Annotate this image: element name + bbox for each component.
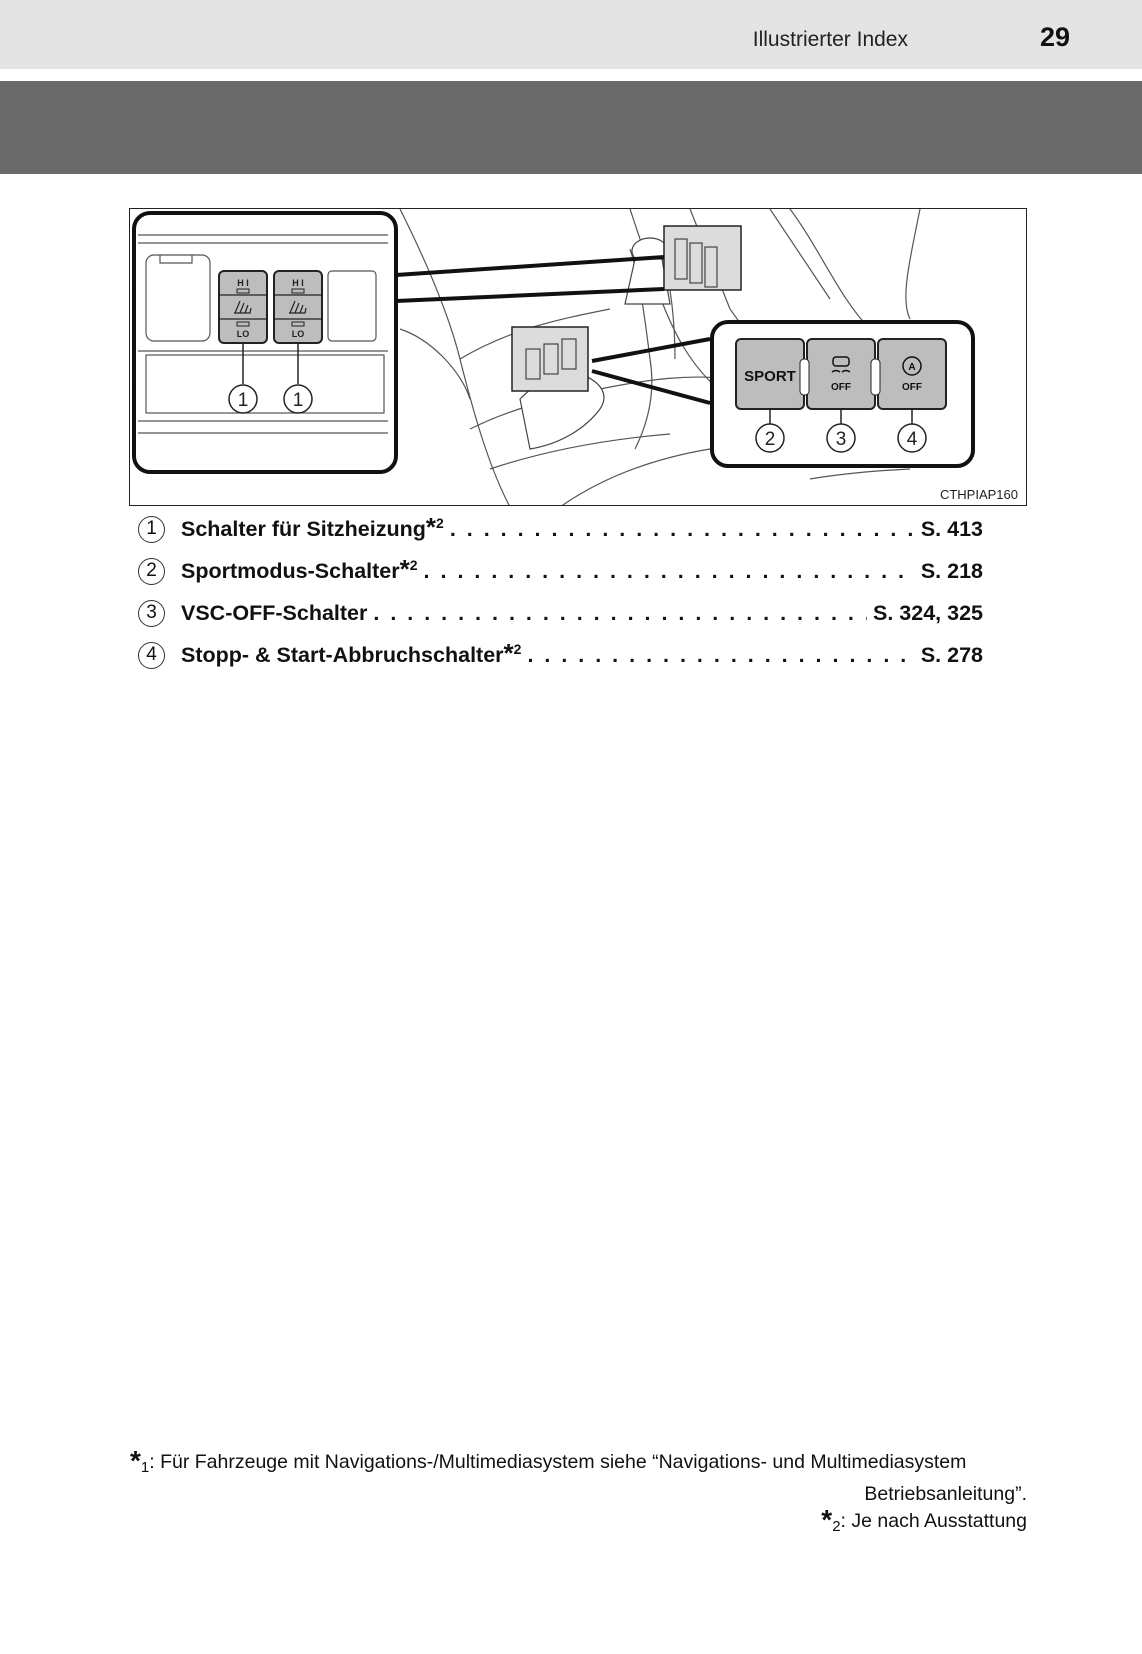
footnote-1: *1: Für Fahrzeuge mit Navigations-/Multi…: [130, 1445, 1027, 1481]
entry-text: Sportmodus-Schalter: [181, 558, 400, 583]
footnote-ref: 2: [409, 556, 418, 573]
callout-2: 2: [765, 429, 776, 450]
console-drawing: H I H I LO LO 1 1 SPOR: [132, 209, 975, 505]
footnote-2: *2: Je nach Ausstattung: [130, 1504, 1027, 1540]
page-reference[interactable]: S. 278: [920, 642, 983, 667]
stop-start-icon: [902, 356, 922, 376]
index-entry: 2 Sportmodus-Schalter*2 . . . . . . . . …: [138, 550, 983, 592]
index-entry: 1 Schalter für Sitzheizung*2 . . . . . .…: [138, 508, 983, 550]
chapter-band: [0, 81, 1142, 174]
seat-heat-icon: [234, 300, 252, 314]
entry-text: Schalter für Sitzheizung: [181, 516, 426, 541]
footnote-star: *: [425, 511, 437, 542]
entry-text: VSC-OFF-Schalter: [181, 600, 368, 625]
footnote-1-text: : Für Fahrzeuge mit Navigations-/Multime…: [149, 1451, 967, 1473]
footnote-1-star: *: [130, 1445, 141, 1476]
console-illustration: H I H I LO LO 1 1 SPOR: [129, 208, 1027, 506]
leader-dots: . . . . . . . . . . . . . . . . . . . . …: [423, 558, 915, 583]
entry-number: 4: [138, 641, 165, 669]
entry-label: Sportmodus-Schalter*2: [181, 556, 418, 584]
entry-label: VSC-OFF-Schalter: [181, 601, 367, 626]
seat-hi-right: H I: [292, 278, 304, 288]
index-entries: 1 Schalter für Sitzheizung*2 . . . . . .…: [138, 508, 983, 676]
figure-code: CTHPIAP160: [939, 487, 1018, 502]
stop-start-off-label: OFF: [902, 382, 922, 393]
seat-heat-icon: [289, 300, 307, 314]
vsc-off-label: OFF: [831, 382, 851, 393]
drive-mode-switches: SPORT OFF A OFF: [735, 338, 947, 410]
page-reference[interactable]: S. 218: [920, 558, 983, 583]
footnote-ref: 2: [513, 640, 522, 657]
leader-dots: . . . . . . . . . . . . . . . . . . . . …: [527, 642, 914, 667]
footnote-2-text: : Je nach Ausstattung: [840, 1510, 1027, 1532]
footnote-2-star: *: [821, 1504, 833, 1535]
entry-number: 3: [138, 599, 165, 627]
entry-label: Schalter für Sitzheizung*2: [181, 514, 444, 542]
footnote-1-number: 1: [140, 1459, 150, 1476]
footnote-1-continuation: Betriebsanleitung”.: [864, 1483, 1027, 1505]
footnote-2-number: 2: [832, 1518, 841, 1535]
seat-lo-left: LO: [237, 329, 250, 339]
entry-number: 1: [138, 515, 165, 543]
seat-lo-right: LO: [292, 329, 305, 339]
vsc-skid-icon: [831, 356, 851, 373]
seat-heater-switches: H I H I LO LO: [218, 270, 323, 344]
callout-4: 4: [907, 429, 918, 450]
page-reference[interactable]: S. 413: [920, 516, 983, 541]
page-reference[interactable]: S. 324, 325: [873, 600, 983, 625]
callout-3: 3: [836, 429, 847, 450]
leader-dots: . . . . . . . . . . . . . . . . . . . . …: [449, 516, 915, 541]
footnote-star: *: [503, 637, 514, 668]
footnotes: *1: Für Fahrzeuge mit Navigations-/Multi…: [130, 1445, 1027, 1540]
index-entry: 4 Stopp- & Start-Abbruchschalter*2 . . .…: [138, 634, 983, 676]
leader-dots: . . . . . . . . . . . . . . . . . . . . …: [373, 600, 867, 625]
callout-1a: 1: [238, 390, 249, 411]
footnote-star: *: [399, 553, 410, 584]
seat-hi-left: H I: [237, 278, 249, 288]
index-entry: 3 VSC-OFF-Schalter . . . . . . . . . . .…: [138, 592, 983, 634]
callout-1b: 1: [293, 390, 304, 411]
entry-number: 2: [138, 557, 165, 585]
header-bar: [0, 0, 1142, 69]
page-number: 29: [1039, 22, 1070, 52]
sport-button-label: SPORT: [744, 368, 796, 385]
section-title: Illustrierter Index: [752, 28, 908, 51]
entry-text: Stopp- & Start-Abbruchschalter: [181, 642, 504, 667]
entry-label: Stopp- & Start-Abbruchschalter*2: [181, 640, 522, 668]
footnote-ref: 2: [436, 514, 444, 531]
stop-start-letter: A: [908, 362, 915, 373]
